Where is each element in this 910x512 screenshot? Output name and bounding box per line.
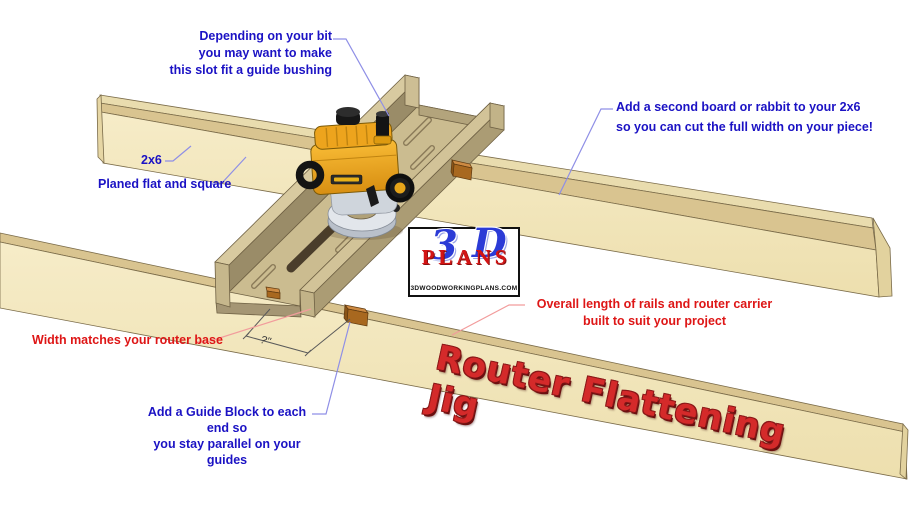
annotation-slot-note: Depending on your bit you may want to ma… — [169, 29, 333, 77]
leader-second-board — [558, 108, 613, 196]
leader-lines-red — [197, 304, 525, 343]
logo-3d-plans: 3 D PLANS 3DWOODWORKINGPLANS.COM — [408, 220, 520, 297]
annotation-planed: Planed flat and square — [98, 177, 232, 191]
logo-site-url: 3DWOODWORKINGPLANS.COM — [410, 285, 518, 292]
carrier-left-fence-far-end — [404, 74, 420, 109]
top-rail-right-end — [872, 217, 893, 298]
plunge-router — [295, 107, 415, 240]
top-rail-left-end — [96, 94, 105, 165]
leader-slot-note — [333, 38, 390, 117]
guide-block-near — [343, 304, 369, 327]
guide-blocks — [265, 158, 473, 327]
top-rail-2x6 — [96, 94, 893, 298]
logo-word-plans: PLANS — [421, 245, 511, 269]
router-depth-rod — [376, 114, 389, 138]
leader-2x6 — [165, 145, 192, 162]
logo-digit-3: 3 — [430, 222, 458, 269]
router-depth-rod-top — [376, 111, 389, 117]
annotation-guide-block: Add a Guide Block to each end so you sta… — [147, 405, 307, 467]
carrier-right-fence-near-end — [299, 289, 316, 318]
dimension-lines — [242, 308, 351, 357]
leader-planed — [212, 156, 247, 185]
carrier-right-fence-far-end — [489, 102, 505, 131]
annotation-width: Width matches your router base — [32, 333, 223, 347]
router-top-cap-face — [336, 107, 360, 117]
leader-overall-length — [451, 304, 525, 336]
annotation-second-board: Add a second board or rabbit to your 2x6… — [616, 100, 873, 134]
router-right-wheel-hub — [394, 182, 406, 194]
guide-block-inner — [265, 286, 281, 300]
leader-guide-block — [312, 321, 351, 415]
carrier-left-fence-near-end — [214, 261, 231, 308]
guide-block-far — [450, 158, 473, 181]
leader-lines-blue — [165, 38, 613, 415]
annotation-overall-length: Overall length of rails and router carri… — [536, 297, 773, 328]
carrier-base-near-end — [215, 301, 302, 318]
router-left-handle — [295, 160, 325, 190]
leader-width — [197, 308, 312, 343]
router-brand-label-text — [334, 177, 359, 182]
logo-letter-d: D — [472, 220, 507, 267]
bottom-rail-right-end — [899, 422, 909, 480]
router-depth-rod-collar — [373, 135, 392, 145]
router-body-seam — [312, 154, 397, 162]
router-lock-lever — [366, 185, 379, 207]
annotation-2x6: 2x6 — [141, 153, 162, 167]
